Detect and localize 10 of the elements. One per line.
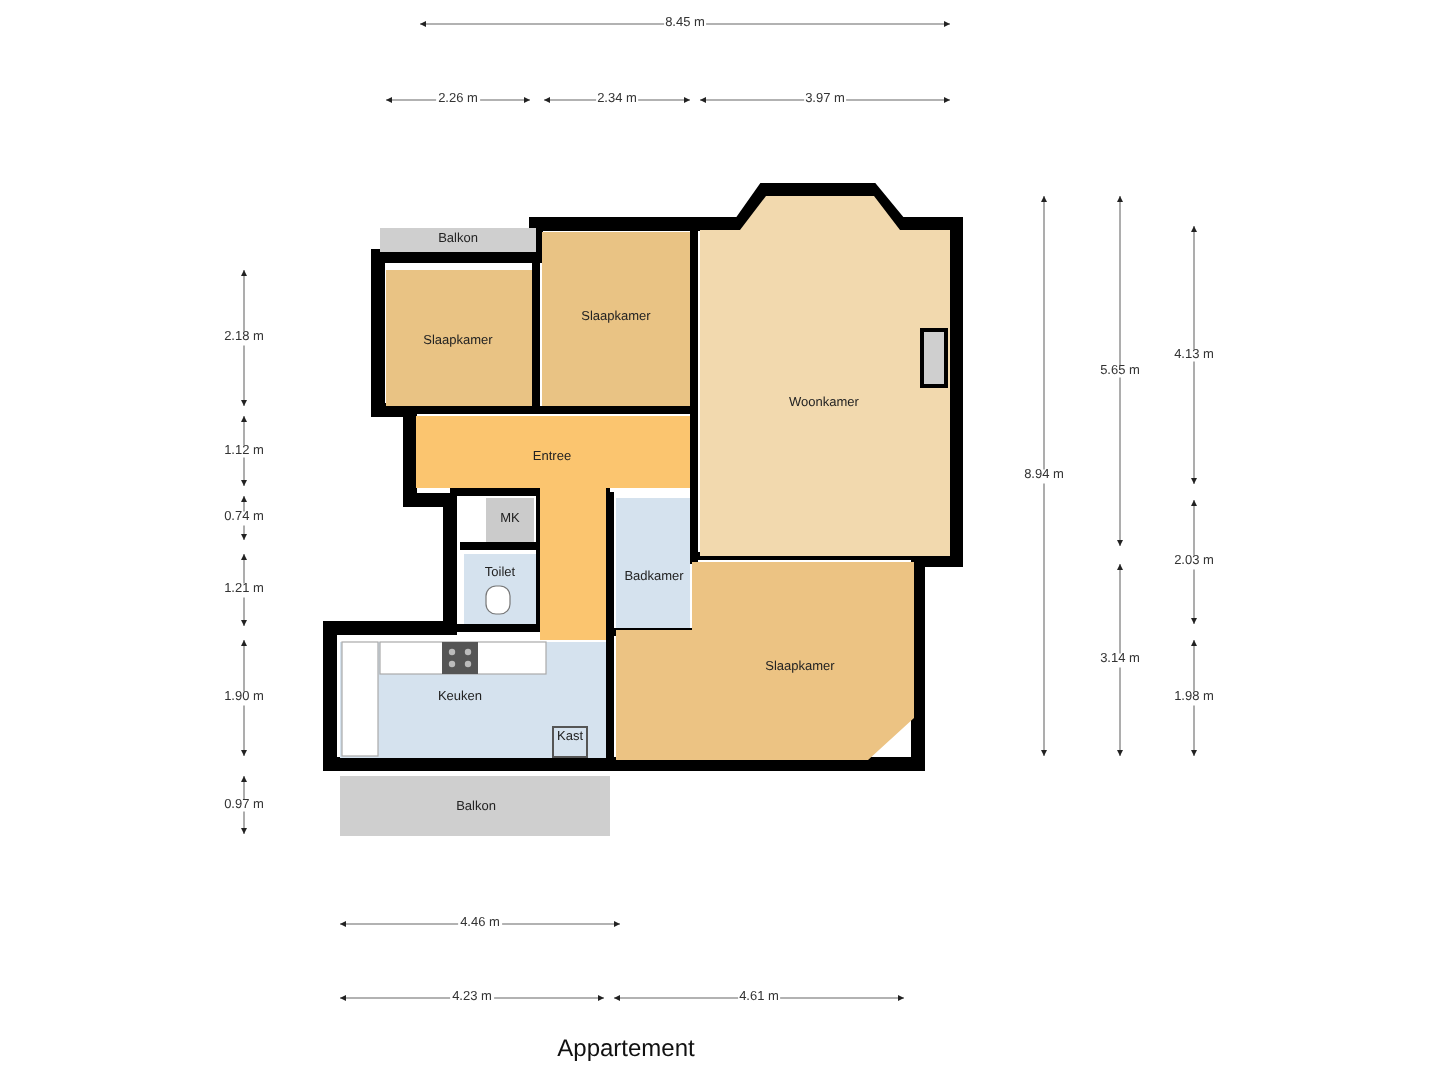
room-area [416, 416, 690, 640]
room-area [616, 498, 690, 628]
room-area [542, 232, 690, 406]
storage-area [486, 498, 534, 542]
room-area [616, 562, 914, 760]
room-area [700, 194, 950, 556]
balcony-area [340, 776, 610, 836]
balcony-area [380, 228, 536, 252]
caption: Appartement [557, 1034, 695, 1062]
room-area [386, 270, 532, 406]
